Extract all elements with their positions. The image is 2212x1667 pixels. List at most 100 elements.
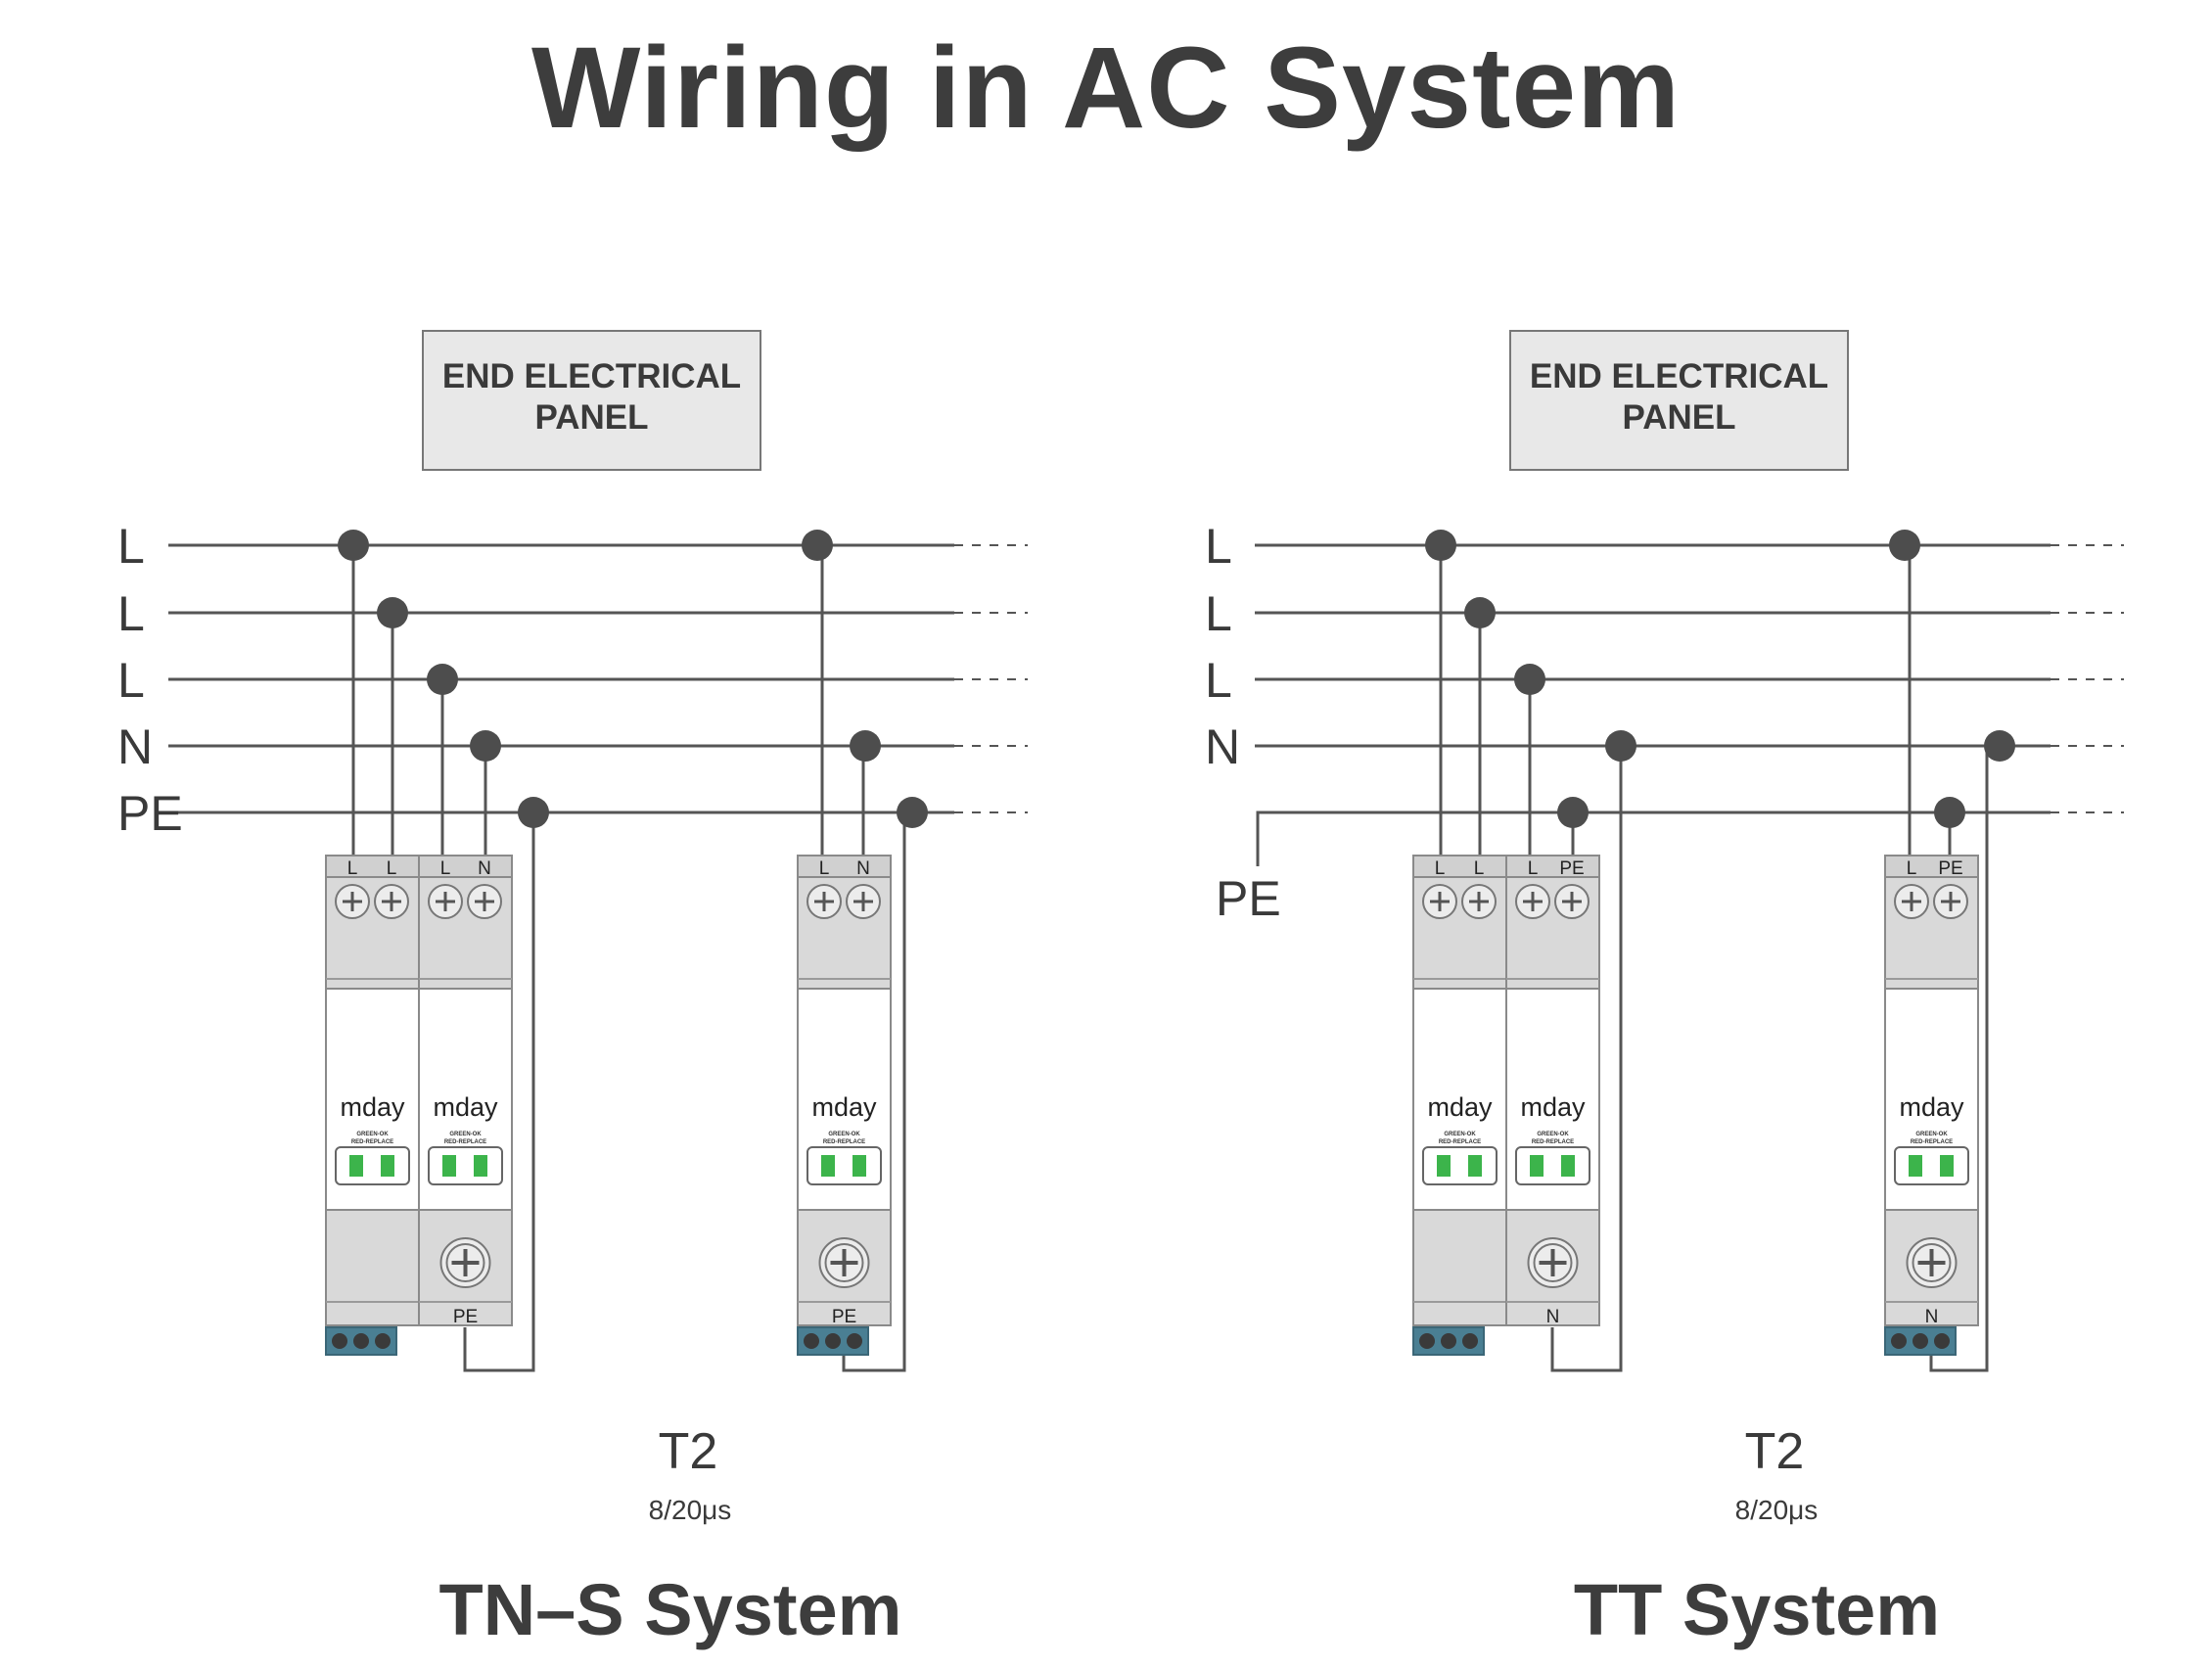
- indicator-legend-green: GREEN-OK: [1915, 1132, 1948, 1137]
- terminal-label: PE: [1559, 858, 1584, 879]
- panel-label-line1: END ELECTRICAL: [1530, 357, 1828, 395]
- indicator-window: [1894, 1146, 1969, 1185]
- status-indicator-green: [442, 1155, 456, 1177]
- junction-node: [802, 530, 833, 561]
- remote-signal-pin: [375, 1333, 391, 1349]
- indicator-window: [1515, 1146, 1590, 1185]
- tap-wire: [861, 744, 865, 861]
- indicator-window: [806, 1146, 882, 1185]
- indicator-legend-red: RED-REPLACE: [1439, 1139, 1481, 1145]
- tap-wire: [1905, 543, 1912, 861]
- bottom-terminal-label: N: [1925, 1307, 1939, 1327]
- terminal-label: L: [1435, 858, 1446, 879]
- bus-label: L: [1205, 519, 1232, 574]
- screw-cross-icon: [451, 1249, 480, 1276]
- status-indicator-green: [1909, 1155, 1922, 1177]
- indicator-legend-green: GREEN-OK: [1444, 1132, 1476, 1137]
- junction-node: [1889, 530, 1920, 561]
- remote-signal-pin: [1462, 1333, 1478, 1349]
- tap-wire: [817, 543, 824, 861]
- status-indicator-green: [1437, 1155, 1451, 1177]
- bottom-screw-ring: [824, 1243, 864, 1282]
- junction-node: [338, 530, 369, 561]
- status-indicator-green: [1530, 1155, 1544, 1177]
- screw-cross-icon: [436, 892, 455, 911]
- screw-cross-icon: [1917, 1249, 1946, 1276]
- status-indicator-green: [1561, 1155, 1575, 1177]
- rating-label: T2: [1745, 1423, 1805, 1480]
- junction-node: [1464, 597, 1496, 628]
- indicator-window: [1422, 1146, 1498, 1185]
- bottom-terminal-label: PE: [453, 1307, 478, 1327]
- page-title: Wiring in AC System: [530, 23, 1682, 153]
- junction-node: [1605, 730, 1636, 762]
- junction-node: [1425, 530, 1456, 561]
- pe-return-wire: [463, 812, 535, 1372]
- bottom-terminal-label: N: [1546, 1307, 1560, 1327]
- bus-label: PE: [117, 786, 183, 841]
- screw-cross-icon: [853, 892, 873, 911]
- end-electrical-panel: [422, 330, 761, 471]
- junction-node: [377, 597, 408, 628]
- junction-node: [1984, 730, 2015, 762]
- indicator-legend-red: RED-REPLACE: [351, 1139, 393, 1145]
- brand-logo: mday: [1899, 1092, 1964, 1122]
- terminal-label: L: [347, 858, 358, 879]
- panel-label-line1: END ELECTRICAL: [442, 357, 741, 395]
- terminal-label-strip: [325, 855, 420, 878]
- screw-cross-icon: [830, 1249, 858, 1276]
- indicator-window: [335, 1146, 410, 1185]
- bus-label: L: [117, 519, 145, 574]
- n-return-wire: [1550, 746, 1623, 1372]
- indicator-legend-red: RED-REPLACE: [444, 1139, 486, 1145]
- remote-signal-pin: [1912, 1333, 1928, 1349]
- indicator-legend-green: GREEN-OK: [828, 1132, 860, 1137]
- screw-cross-icon: [382, 892, 401, 911]
- screw-cross-icon: [1539, 1249, 1567, 1276]
- indicator-legend-red: RED-REPLACE: [1911, 1139, 1953, 1145]
- indicator-window: [428, 1146, 503, 1185]
- status-indicator-green: [349, 1155, 363, 1177]
- screw-cross-icon: [475, 892, 494, 911]
- terminal-label: L: [1528, 858, 1539, 879]
- terminal-label: L: [1474, 858, 1485, 879]
- junction-node: [850, 730, 881, 762]
- junction-node: [897, 797, 928, 828]
- terminal-label: N: [856, 858, 870, 879]
- rating-label: T2: [659, 1423, 718, 1480]
- bottom-screw-ring: [1533, 1243, 1573, 1282]
- terminal-label: L: [387, 858, 397, 879]
- brand-logo: mday: [1427, 1092, 1493, 1122]
- bus-label: N: [1205, 719, 1240, 774]
- remote-signal-pin: [332, 1333, 347, 1349]
- status-indicator-green: [821, 1155, 835, 1177]
- junction-node: [1934, 797, 1965, 828]
- indicator-legend-green: GREEN-OK: [449, 1132, 482, 1137]
- remote-signal-pin: [1934, 1333, 1950, 1349]
- terminal-label: L: [1907, 858, 1917, 879]
- indicator-legend-green: GREEN-OK: [356, 1132, 389, 1137]
- screw-cross-icon: [1469, 892, 1489, 911]
- system-name: TT System: [1574, 1569, 1940, 1650]
- status-indicator-green: [1468, 1155, 1482, 1177]
- waveform-label: 8/20μs: [649, 1495, 732, 1525]
- waveform-label: 8/20μs: [1735, 1495, 1819, 1525]
- status-indicator-green: [1940, 1155, 1954, 1177]
- terminal-label: L: [440, 858, 451, 879]
- brand-logo: mday: [811, 1092, 877, 1122]
- screw-cross-icon: [1941, 892, 1960, 911]
- bus-label: L: [117, 653, 145, 708]
- pe-label: PE: [1216, 871, 1281, 926]
- screw-cross-icon: [1562, 892, 1582, 911]
- junction-node: [427, 664, 458, 695]
- indicator-legend-green: GREEN-OK: [1537, 1132, 1569, 1137]
- remote-signal-pin: [1419, 1333, 1435, 1349]
- bottom-terminal-label: PE: [832, 1307, 856, 1327]
- indicator-legend-red: RED-REPLACE: [1532, 1139, 1574, 1145]
- junction-node: [518, 797, 549, 828]
- terminal-label: N: [478, 858, 491, 879]
- screw-cross-icon: [1523, 892, 1543, 911]
- terminal-label-strip: [1884, 855, 1979, 878]
- bus-label: L: [1205, 586, 1232, 641]
